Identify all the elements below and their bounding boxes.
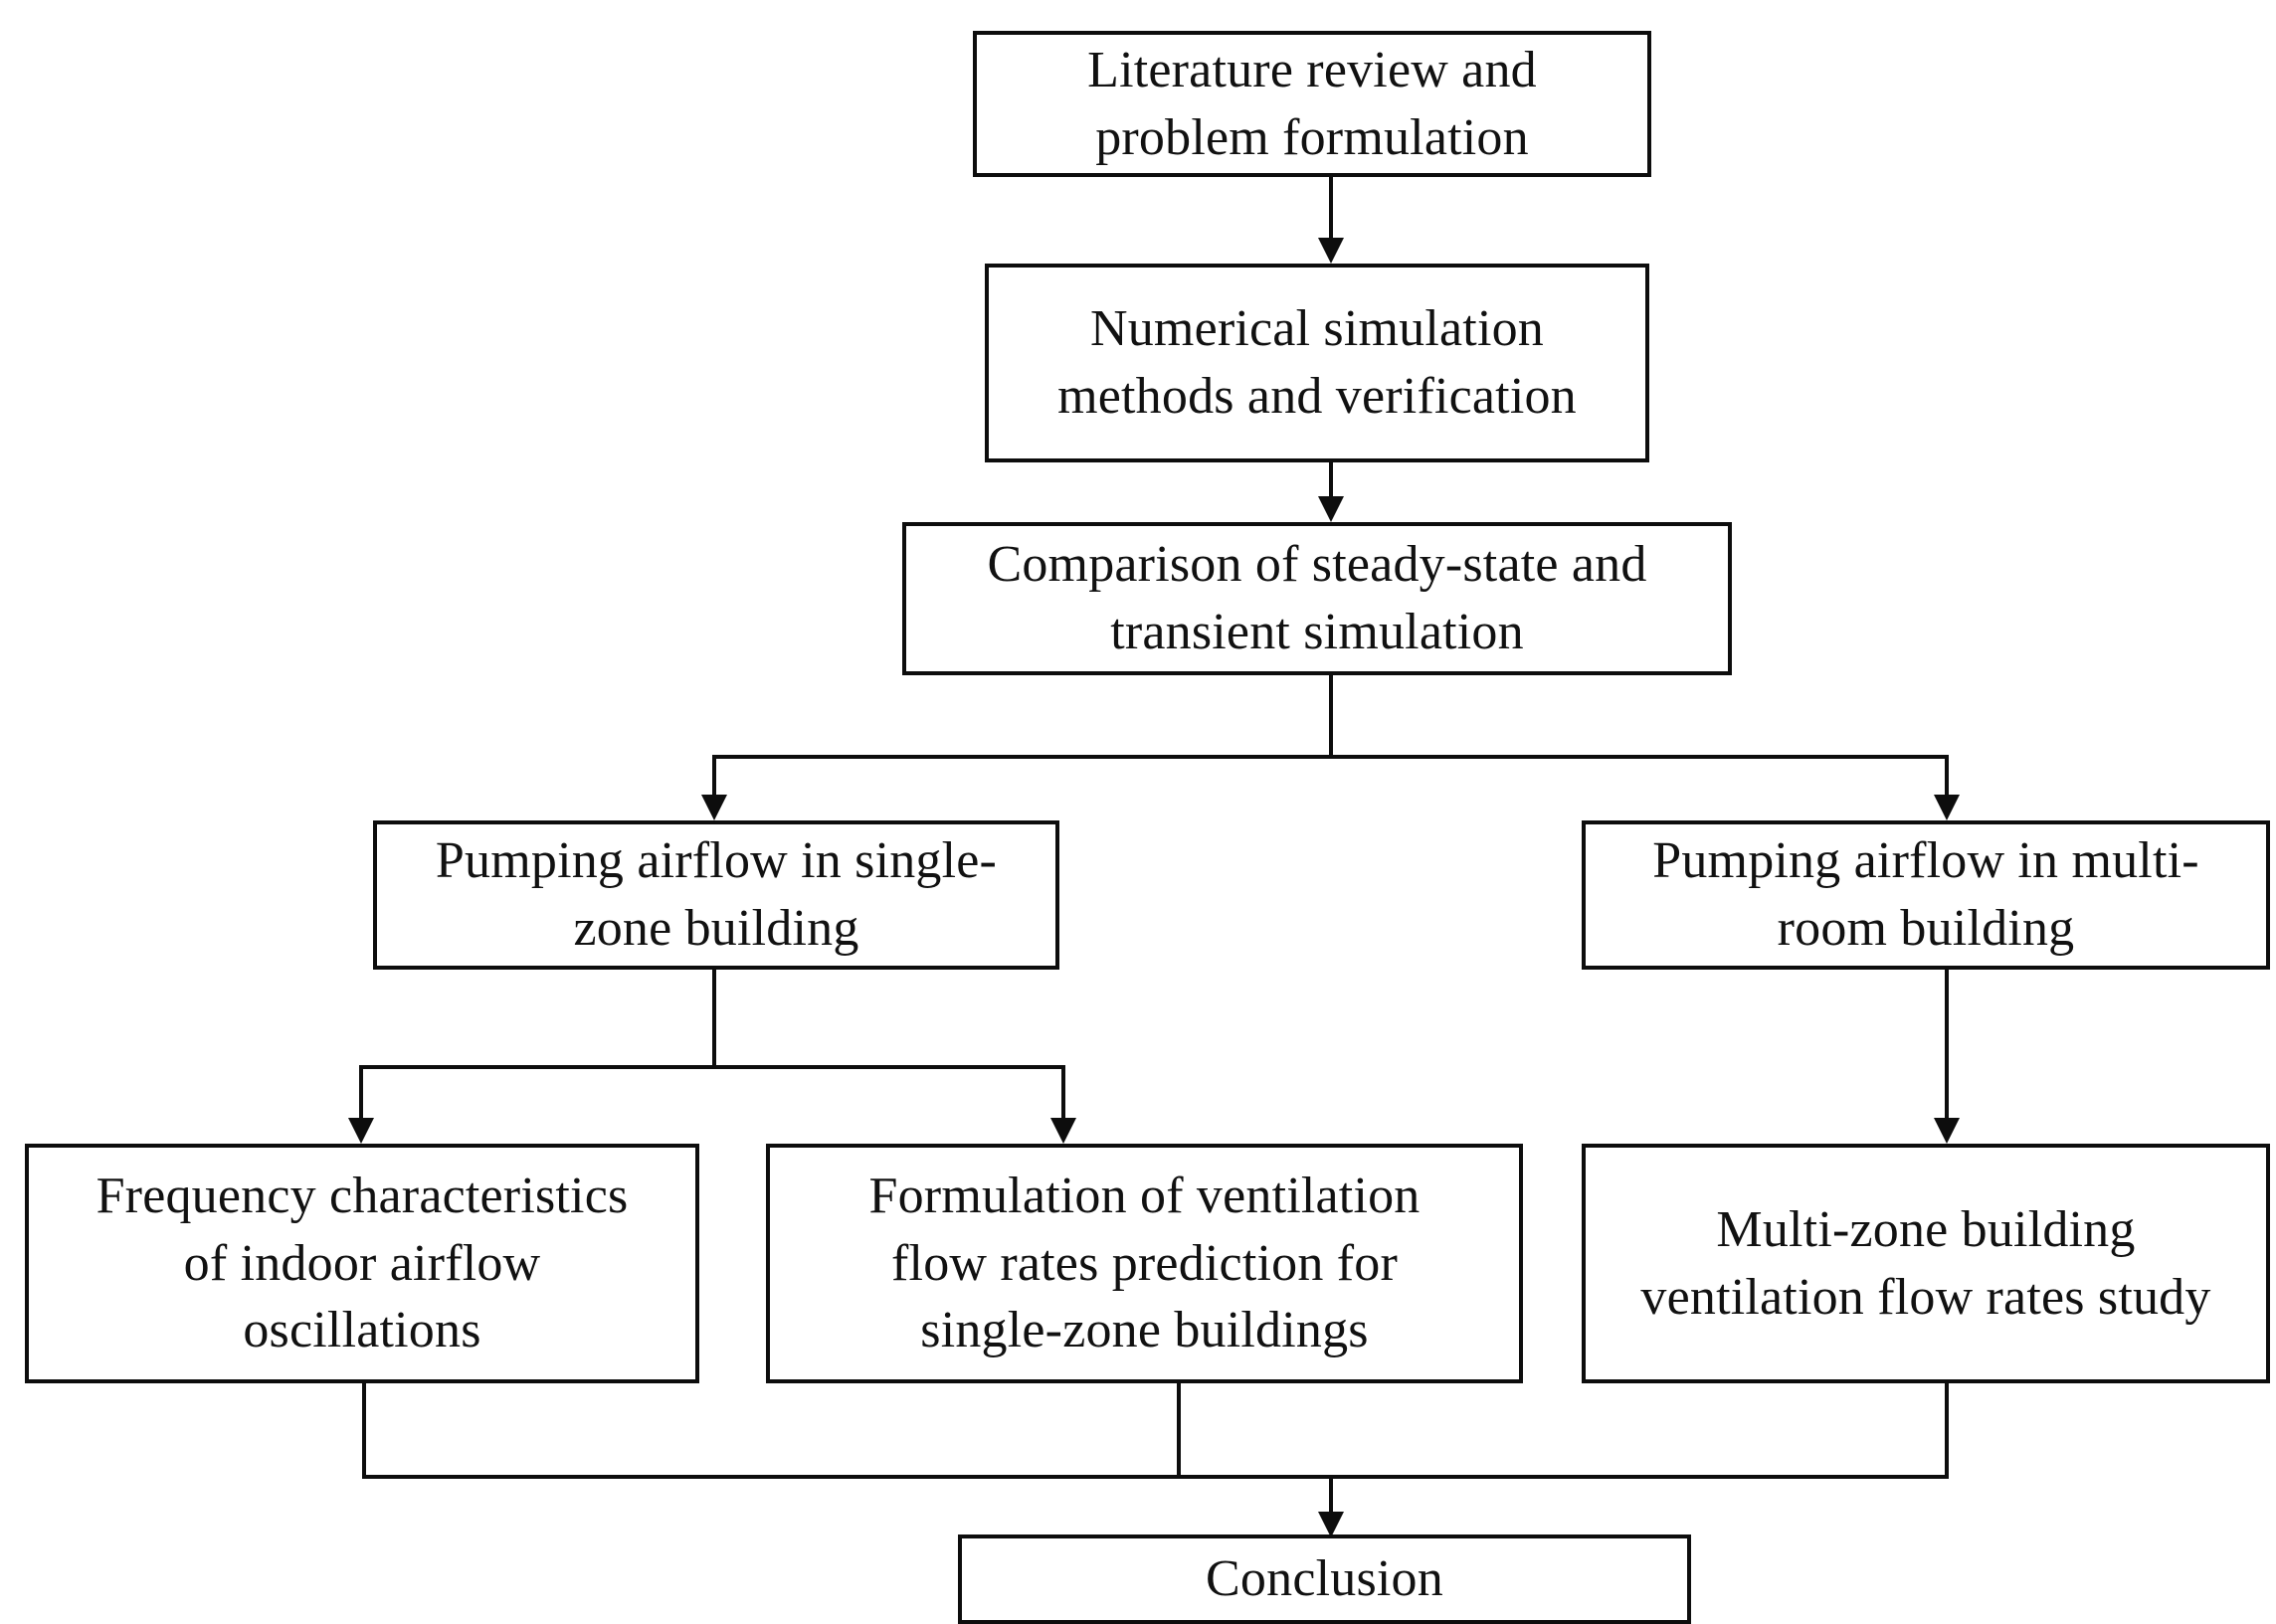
connector-split-bus-upper	[712, 755, 1949, 759]
connector-formulation-merge-stem	[1177, 1383, 1181, 1479]
node-pumping-airflow-single-zone[interactable]: Pumping airflow in single- zone building	[373, 820, 1059, 970]
connector-single-zone-stem	[712, 970, 716, 1067]
arrowhead-conclusion	[1318, 1512, 1344, 1537]
node-label: Conclusion	[1206, 1550, 1443, 1608]
node-label: Numerical simulation methods and verific…	[1057, 300, 1577, 425]
connector-multi-room-to-multizone-study	[1945, 970, 1949, 1119]
arrowhead-multi-room	[1934, 795, 1960, 820]
node-formulation-ventilation-flow-rates[interactable]: Formulation of ventilation flow rates pr…	[766, 1144, 1523, 1383]
connector-merge-to-conclusion	[1329, 1475, 1333, 1517]
arrowhead-numerical	[1318, 238, 1344, 264]
arrowhead-formulation	[1050, 1118, 1076, 1144]
connector-split-bus-lower	[359, 1065, 1065, 1069]
connector-numerical-to-comparison	[1329, 462, 1333, 498]
connector-multizone-merge-stem	[1945, 1383, 1949, 1479]
connector-merge-bus	[362, 1475, 1949, 1479]
connector-drop-to-multi-room	[1945, 755, 1949, 797]
connector-drop-to-frequency	[359, 1065, 363, 1121]
arrowhead-frequency	[348, 1118, 374, 1144]
connector-comparison-stem	[1329, 675, 1333, 757]
node-label: Pumping airflow in single- zone building	[435, 832, 998, 957]
connector-frequency-merge-stem	[362, 1383, 366, 1479]
arrowhead-multizone-study	[1934, 1118, 1960, 1144]
node-label: Comparison of steady-state and transient…	[987, 536, 1647, 660]
connector-drop-to-single-zone	[712, 755, 716, 797]
node-literature-review[interactable]: Literature review and problem formulatio…	[973, 31, 1651, 177]
node-comparison-steady-transient[interactable]: Comparison of steady-state and transient…	[902, 522, 1732, 675]
node-conclusion[interactable]: Conclusion	[958, 1534, 1691, 1624]
node-label: Frequency characteristics of indoor airf…	[95, 1168, 629, 1359]
node-frequency-characteristics[interactable]: Frequency characteristics of indoor airf…	[25, 1144, 699, 1383]
node-pumping-airflow-multi-room[interactable]: Pumping airflow in multi- room building	[1582, 820, 2270, 970]
node-label: Literature review and problem formulatio…	[1087, 41, 1537, 166]
node-multi-zone-building-study[interactable]: Multi-zone building ventilation flow rat…	[1582, 1144, 2270, 1383]
node-label: Multi-zone building ventilation flow rat…	[1640, 1200, 2211, 1326]
arrowhead-comparison	[1318, 496, 1344, 522]
arrowhead-single-zone	[701, 795, 727, 820]
connector-literature-to-numerical	[1329, 177, 1333, 239]
node-label: Pumping airflow in multi- room building	[1652, 832, 2199, 957]
node-label: Formulation of ventilation flow rates pr…	[868, 1168, 1421, 1359]
node-numerical-simulation[interactable]: Numerical simulation methods and verific…	[985, 264, 1649, 462]
connector-drop-to-formulation	[1061, 1065, 1065, 1121]
